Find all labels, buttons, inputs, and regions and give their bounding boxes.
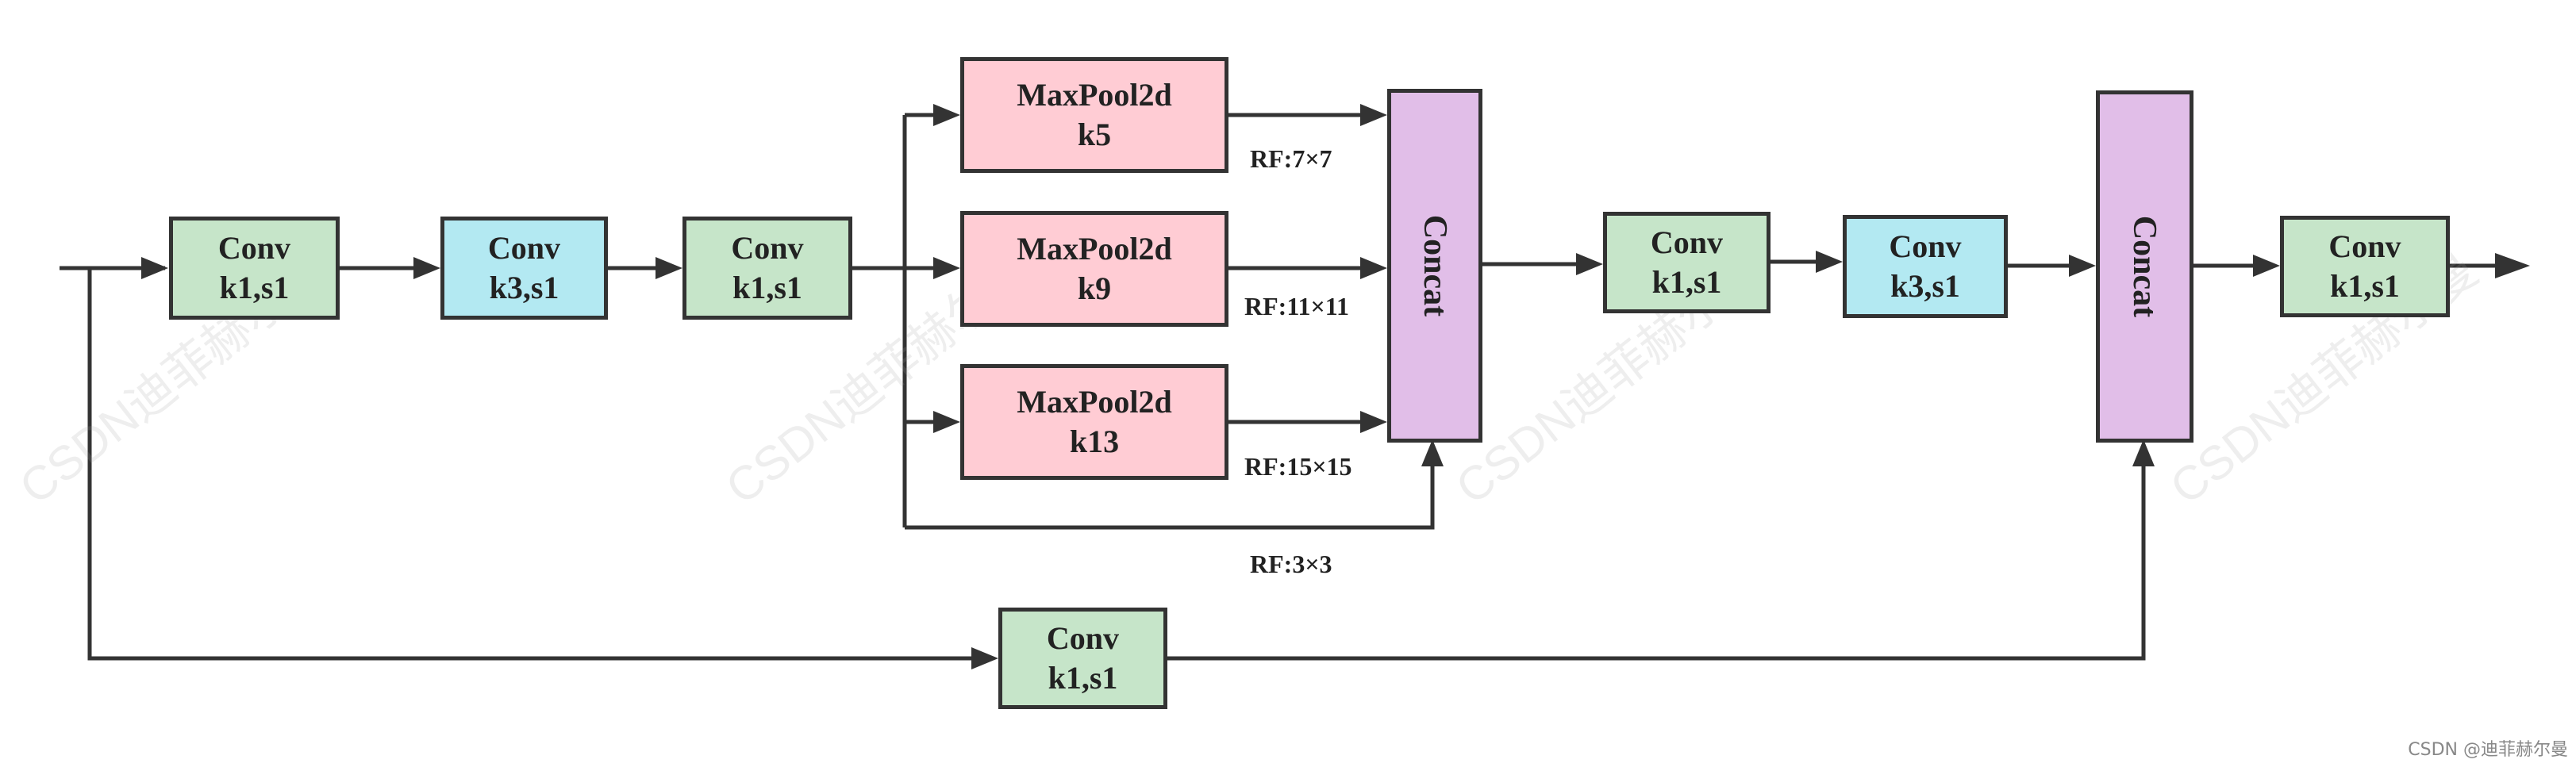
arrowhead xyxy=(1816,251,1843,273)
conv-block-k3-second: Conv k3,s1 xyxy=(1843,215,2008,318)
arrowhead xyxy=(141,257,168,279)
block-name: Conv xyxy=(1650,224,1724,260)
conv-block-input: Conv k1,s1 xyxy=(169,217,340,320)
concat-label: Concat xyxy=(2126,215,2163,318)
conv-block-pre-pool: Conv k1,s1 xyxy=(682,217,852,320)
arrowhead xyxy=(971,647,998,669)
arrowhead xyxy=(1421,439,1444,466)
block-name: Conv xyxy=(487,230,561,266)
rf-label-k5: RF:7×7 xyxy=(1250,144,1332,173)
conv-block-k3-first: Conv k3,s1 xyxy=(440,217,608,320)
block-params: k3,s1 xyxy=(489,270,559,305)
block-name: Conv xyxy=(217,230,291,266)
block-params: k13 xyxy=(1069,424,1120,459)
maxpool-block-k13: MaxPool2d k13 xyxy=(960,364,1228,480)
concat-block-1: Concat xyxy=(1387,89,1482,443)
conv-block-shortcut: Conv k1,s1 xyxy=(998,608,1167,709)
rf-label-identity: RF:3×3 xyxy=(1250,550,1332,578)
block-params: k1,s1 xyxy=(219,270,290,305)
source-credit: CSDN @迪菲赫尔曼 xyxy=(2408,740,2568,760)
edge-identity-concat xyxy=(905,458,1435,530)
concat-block-2: Concat xyxy=(2096,90,2193,443)
conv-block-post-concat: Conv k1,s1 xyxy=(1603,212,1771,313)
maxpool-block-k5: MaxPool2d k5 xyxy=(960,57,1228,173)
arrowhead xyxy=(2495,253,2530,278)
arrowhead xyxy=(1576,253,1603,275)
arrowhead xyxy=(1360,104,1387,126)
arrowhead xyxy=(656,257,682,279)
rf-label-k9: RF:11×11 xyxy=(1244,292,1350,320)
block-params: k5 xyxy=(1077,117,1112,152)
arrowhead xyxy=(933,257,960,279)
arrowheads xyxy=(141,104,2530,669)
block-params: k1,s1 xyxy=(1048,660,1118,696)
maxpool-block-k9: MaxPool2d k9 xyxy=(960,211,1228,327)
arrowhead xyxy=(933,411,960,433)
arrowhead xyxy=(2069,255,2096,277)
arrowhead xyxy=(2253,255,2280,277)
block-params: k3,s1 xyxy=(1890,268,1960,304)
block-name: Conv xyxy=(2328,228,2401,264)
arrowhead xyxy=(2132,439,2155,466)
rf-label-k13: RF:15×15 xyxy=(1244,452,1352,481)
block-name: Conv xyxy=(731,230,804,266)
arrowhead xyxy=(933,104,960,126)
block-name: MaxPool2d xyxy=(1017,231,1172,267)
conv-block-output: Conv k1,s1 xyxy=(2280,216,2450,317)
edge-shortcut-out xyxy=(1165,458,2146,661)
arrowhead xyxy=(1360,411,1387,433)
block-params: k1,s1 xyxy=(1651,264,1722,300)
block-name: MaxPool2d xyxy=(1017,77,1172,113)
block-name: Conv xyxy=(1046,620,1120,656)
block-params: k1,s1 xyxy=(732,270,802,305)
block-name: MaxPool2d xyxy=(1017,384,1172,420)
concat-label: Concat xyxy=(1417,214,1454,317)
arrowhead xyxy=(1360,257,1387,279)
block-name: Conv xyxy=(1889,228,1962,264)
block-params: k9 xyxy=(1077,270,1112,306)
block-params: k1,s1 xyxy=(2330,268,2400,304)
edge-shortcut-in xyxy=(87,268,972,661)
arrowhead xyxy=(413,257,440,279)
